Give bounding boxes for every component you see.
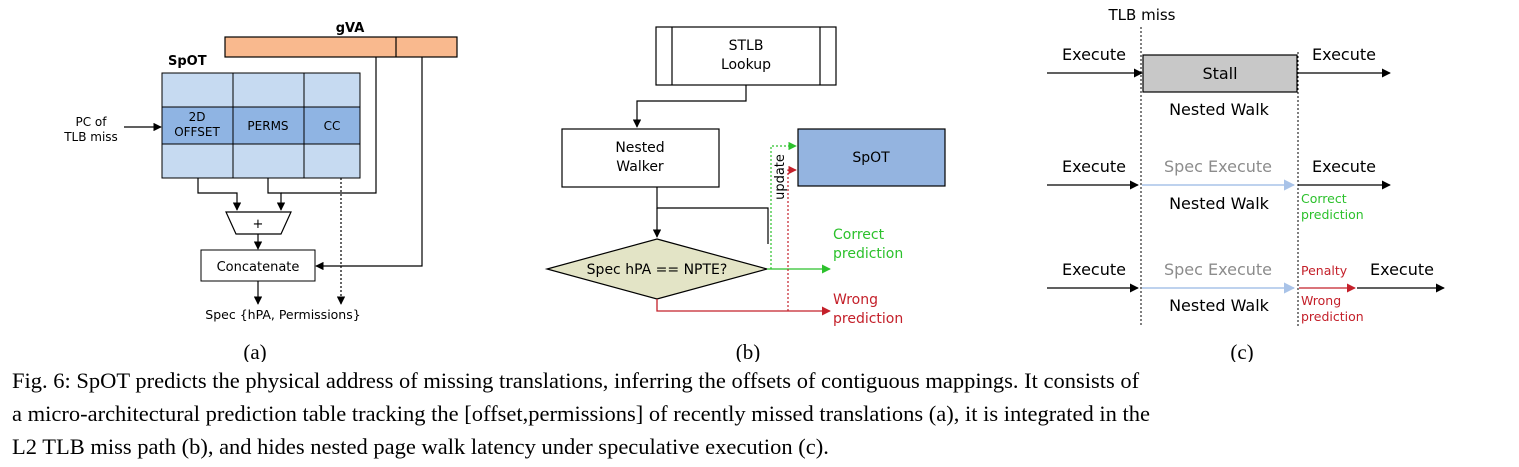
row3-left: Execute: [1062, 260, 1126, 279]
pc-label-line1: PC of: [76, 115, 108, 129]
row2-note-line1: Correct: [1301, 191, 1347, 206]
correct-line1: Correct: [833, 227, 885, 243]
cell-perms: PERMS: [247, 119, 288, 133]
caption-line-2: a micro-architectural prediction table t…: [12, 401, 1150, 426]
wrong-line2: prediction: [833, 311, 903, 327]
row3-penalty: Penalty: [1301, 263, 1348, 278]
row3-note-line2: prediction: [1301, 309, 1364, 324]
row2-below: Nested Walk: [1169, 194, 1270, 213]
cell-offset-line2: OFFSET: [174, 125, 220, 139]
panel-a: gVA SpOT 2D OFFSET PERMS CC PC of TLB mi…: [63, 21, 458, 362]
spot-box: [797, 128, 946, 187]
stlb-lookup-box: [655, 26, 837, 86]
figure-caption: Fig. 6: SpOT predicts the physical addre…: [12, 364, 1512, 463]
stlb-line1: STLB: [729, 38, 764, 54]
timeline-row-1: Execute Stall Execute Nested Walk: [1047, 45, 1391, 119]
concatenate-box: [200, 249, 316, 282]
stlb-line2: Lookup: [721, 57, 771, 73]
row1-below: Nested Walk: [1169, 100, 1270, 119]
timeline-row-3: Execute Spec Execute Penalty Execute Nes…: [1047, 260, 1445, 324]
spot-box-label: SpOT: [852, 150, 890, 166]
caption-line-3: L2 TLB miss path (b), and hides nested p…: [12, 434, 829, 459]
pc-label-line2: TLB miss: [63, 130, 118, 144]
output-label: Spec {hPA, Permissions}: [205, 307, 360, 322]
row3-right: Execute: [1370, 260, 1434, 279]
spot-table: [161, 72, 361, 179]
gva-register: [224, 36, 458, 58]
row2-left: Execute: [1062, 157, 1126, 176]
adder: [225, 211, 292, 235]
nested-walker-box: [561, 128, 720, 188]
update-label: update: [773, 154, 788, 200]
stall-box: [1142, 54, 1298, 93]
row2-right: Execute: [1312, 157, 1376, 176]
tlb-miss-label: TLB miss: [1108, 6, 1176, 24]
cell-offset-line1: 2D: [189, 110, 206, 124]
panel-c: TLB miss Execute Stall Execute Nested Wa…: [1047, 6, 1445, 362]
walker-line1: Nested: [615, 140, 664, 156]
wrong-line1: Wrong: [833, 292, 878, 308]
timeline-row-2: Execute Spec Execute Execute Nested Walk…: [1047, 157, 1391, 222]
row3-middle: Spec Execute: [1164, 260, 1272, 279]
decision-label: Spec hPA == NPTE?: [587, 262, 728, 278]
gva-label: gVA: [336, 21, 365, 36]
sublabel-b: (b): [736, 340, 761, 362]
concatenate-label: Concatenate: [217, 260, 300, 275]
figure-canvas: gVA SpOT 2D OFFSET PERMS CC PC of TLB mi…: [63, 6, 1445, 362]
correct-line2: prediction: [833, 246, 903, 262]
row1-left: Execute: [1062, 45, 1126, 64]
panel-b: STLB Lookup Nested Walker SpOT Spec hPA …: [544, 26, 946, 362]
row1-middle: Stall: [1202, 64, 1237, 83]
row3-note-line1: Wrong: [1301, 293, 1341, 308]
row2-note-line2: prediction: [1301, 207, 1364, 222]
walker-line2: Walker: [616, 159, 664, 175]
adder-symbol: +: [253, 217, 264, 232]
cell-cc: CC: [324, 119, 341, 133]
row1-right: Execute: [1312, 45, 1376, 64]
caption-line-1: Fig. 6: SpOT predicts the physical addre…: [12, 368, 1140, 393]
spot-table-label: SpOT: [168, 54, 207, 69]
row2-middle: Spec Execute: [1164, 157, 1272, 176]
sublabel-c: (c): [1230, 340, 1253, 362]
row3-below: Nested Walk: [1169, 296, 1270, 315]
sublabel-a: (a): [243, 340, 266, 362]
